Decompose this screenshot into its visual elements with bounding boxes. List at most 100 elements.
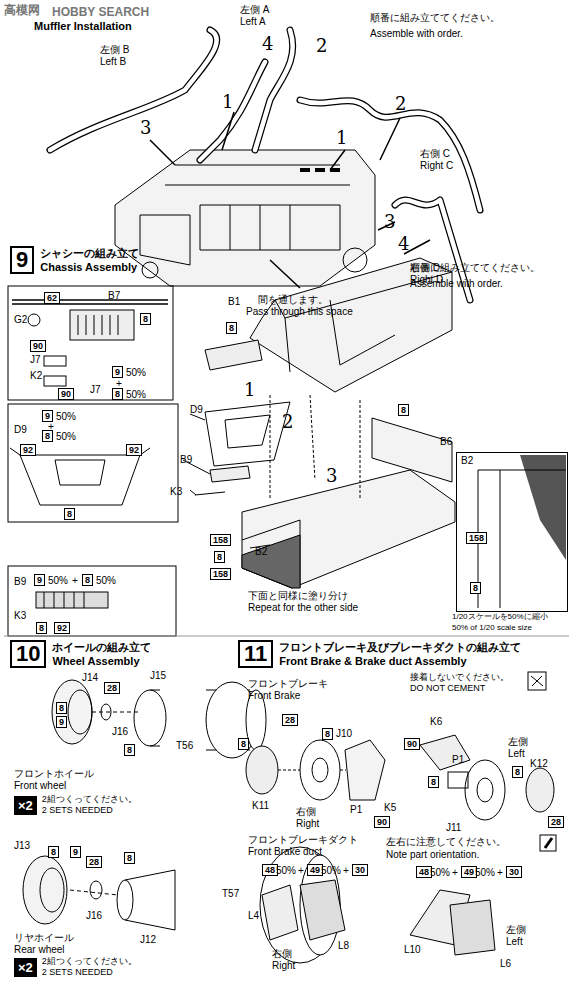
step-number: 2	[282, 412, 293, 432]
part-label: リヤホイール	[14, 932, 74, 944]
paint-code: 9	[56, 716, 67, 728]
step-number: 1	[222, 92, 233, 112]
part-label: B9	[14, 576, 26, 588]
paint-code: 49	[307, 864, 323, 876]
node-text: 2組つくってください。	[42, 794, 137, 805]
part-label: J10	[336, 728, 352, 740]
part-label: L8	[338, 940, 349, 952]
paint-code: 28	[86, 856, 102, 868]
part-label: 下面と同様に塗り分け	[248, 590, 348, 602]
step-number: 2	[395, 94, 406, 114]
note-box: 接着しないでください。DO NOT CEMENT	[410, 672, 509, 694]
part-label: D9	[190, 404, 203, 416]
part-label: P1	[452, 754, 464, 766]
paint-code: 9	[112, 366, 123, 378]
part-label: K2	[30, 370, 42, 382]
step-number: 1	[244, 380, 255, 400]
part-label: Assemble with order.	[370, 28, 463, 40]
part-label: 順番に組み立ててください。	[370, 12, 500, 24]
node-title: 11	[238, 640, 273, 668]
paint-code: 90	[30, 340, 46, 352]
node-title: 9	[10, 246, 34, 274]
part-label: K12	[530, 758, 548, 770]
part-label: 50%	[276, 865, 296, 877]
part-label: +	[497, 867, 503, 879]
paint-code: 9	[42, 410, 53, 422]
x2-box: ×22組つくってください。2 SETS NEEDED	[14, 794, 137, 816]
paint-code: 8	[82, 574, 93, 586]
paint-code: 158	[210, 568, 231, 580]
part-label: J16	[86, 910, 102, 922]
part-label: 左側 A	[240, 4, 269, 16]
part-label: +	[343, 865, 349, 877]
paint-code: 158	[466, 532, 487, 544]
paint-code: 8	[36, 622, 47, 634]
paint-code: 62	[44, 292, 60, 304]
part-label: 右側	[296, 806, 316, 818]
paint-code: 48	[416, 866, 432, 878]
scale-note: 1/20スケールを50%に縮小	[452, 612, 548, 622]
paint-code: 9	[34, 574, 45, 586]
node-text: 2組つくってください。	[42, 956, 137, 967]
part-label: Note part orientation.	[386, 849, 479, 861]
part-label: J7	[90, 384, 101, 396]
part-label: Right	[272, 960, 295, 972]
paint-code: 8	[512, 766, 523, 778]
part-label: Front wheel	[14, 780, 66, 792]
part-label: +	[72, 575, 78, 587]
part-label: K6	[430, 716, 442, 728]
part-label: Front Brake duct	[248, 846, 322, 858]
step-number: 1	[336, 128, 347, 148]
scale-note: 50% of 1/20 scale size	[452, 623, 532, 633]
node-text: シャシーの組み立て	[40, 247, 139, 260]
part-label: L6	[500, 958, 511, 970]
node-title: 接着しないでください。	[410, 672, 509, 683]
part-label: Front Brake	[248, 690, 300, 702]
part-label: 左右に注意してください。	[386, 836, 506, 848]
part-label: フロントホイール	[14, 768, 94, 780]
paint-code: 90	[58, 388, 74, 400]
paint-code: 8	[112, 388, 123, 400]
node-text: 2 SETS NEEDED	[42, 967, 137, 978]
paint-code: 8	[56, 702, 67, 714]
paint-code: 8	[64, 508, 75, 520]
part-label: 50%	[126, 389, 146, 401]
paint-code: 28	[104, 682, 120, 694]
paint-code: 8	[238, 738, 249, 750]
part-label: T57	[222, 888, 239, 900]
part-label: J15	[150, 670, 166, 682]
paint-code: 92	[126, 444, 142, 456]
paint-code: 90	[404, 738, 420, 750]
part-label: Left	[508, 748, 525, 760]
node-title: ×2	[14, 958, 37, 977]
node-title: ×2	[14, 796, 37, 815]
part-label: J14	[82, 672, 98, 684]
part-label: 50%	[475, 867, 495, 879]
part-label: B2	[255, 546, 267, 558]
part-label: 順番に組み立ててください。	[410, 262, 540, 274]
part-label: 間を通します。	[258, 294, 328, 306]
part-label: 50%	[56, 411, 76, 423]
part-label: フロントブレーキダクト	[248, 834, 358, 846]
part-label: P1	[350, 804, 362, 816]
part-label: L4	[248, 910, 259, 922]
part-label: 左側	[506, 924, 526, 936]
part-label: J16	[112, 726, 128, 738]
paint-code: 28	[548, 816, 564, 828]
step-number: 3	[384, 212, 395, 232]
paint-code: 8	[398, 404, 409, 416]
node-text: フロントブレーキ及びブレーキダクトの組み立て	[279, 641, 521, 654]
paint-code: 9	[70, 846, 81, 858]
paint-code: 8	[140, 313, 151, 325]
part-label: 50%	[126, 367, 146, 379]
part-label: T56	[176, 740, 193, 752]
paint-code: 8	[124, 744, 135, 756]
part-label: Repeat for the other side	[248, 602, 358, 614]
step-box: 11フロントブレーキ及びブレーキダクトの組み立てFront Brake & Br…	[238, 640, 521, 668]
watermark: 高模网	[4, 3, 40, 17]
paint-code: 8	[226, 322, 237, 334]
part-label: L10	[404, 944, 421, 956]
paint-code: 92	[20, 444, 36, 456]
part-label: B7	[108, 290, 120, 302]
step-number: 2	[316, 36, 327, 56]
